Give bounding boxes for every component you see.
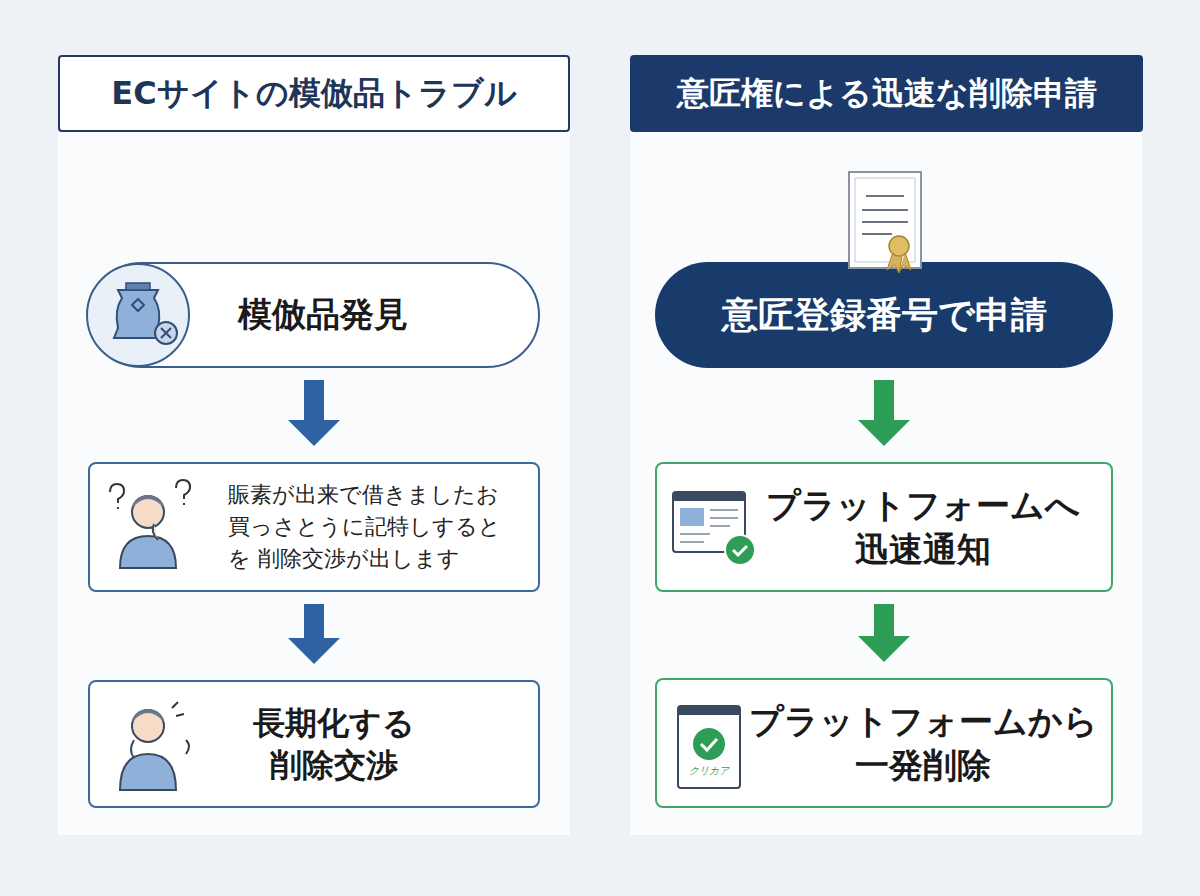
flow-arrow	[288, 380, 340, 446]
node-text: 賑素が出来で借きましたお 買っさとうに記特しするとを 削除交渉が出します	[228, 479, 516, 575]
text-holder: プラットフォームから 一発削除	[747, 699, 1099, 787]
certificate-icon	[849, 172, 921, 273]
node-text: 意匠登録番号で申請	[722, 291, 1047, 340]
pill-box: 意匠登録番号で申請	[655, 262, 1113, 368]
text-holder: 賑素が出来で借きましたお 買っさとうに記特しするとを 削除交渉が出します	[228, 479, 516, 575]
node-text: プラットフォームへ 迅速通知	[762, 483, 1084, 571]
node-text: 意匠権による迅速な削除申請	[677, 72, 1097, 116]
text-holder: プラットフォームへ 迅速通知	[762, 483, 1084, 571]
node-text: 模倣品発見	[238, 292, 408, 338]
text-holder: 意匠登録番号で申請	[722, 291, 1047, 340]
browser-removed-icon	[678, 706, 740, 788]
node-text: ECサイトの模倣品トラブル	[111, 72, 516, 116]
header-box: 意匠権による迅速な削除申請	[630, 55, 1143, 132]
node-text: 長期化する 削除交渉	[238, 702, 430, 786]
text-holder: ECサイトの模倣品トラブル	[111, 72, 516, 116]
flow-arrow	[858, 380, 910, 446]
text-holder: 模倣品発見	[238, 292, 408, 338]
text-holder: 長期化する 削除交渉	[238, 702, 430, 786]
header-box: ECサイトの模倣品トラブル	[58, 55, 570, 132]
counterfeit-bag-icon	[87, 264, 189, 366]
flow-arrow	[288, 604, 340, 664]
icon-caption: クリカア	[681, 764, 737, 778]
node-text: プラットフォームから 一発削除	[747, 699, 1099, 787]
flow-arrow	[858, 604, 910, 662]
text-holder: 意匠権による迅速な削除申請	[677, 72, 1097, 116]
